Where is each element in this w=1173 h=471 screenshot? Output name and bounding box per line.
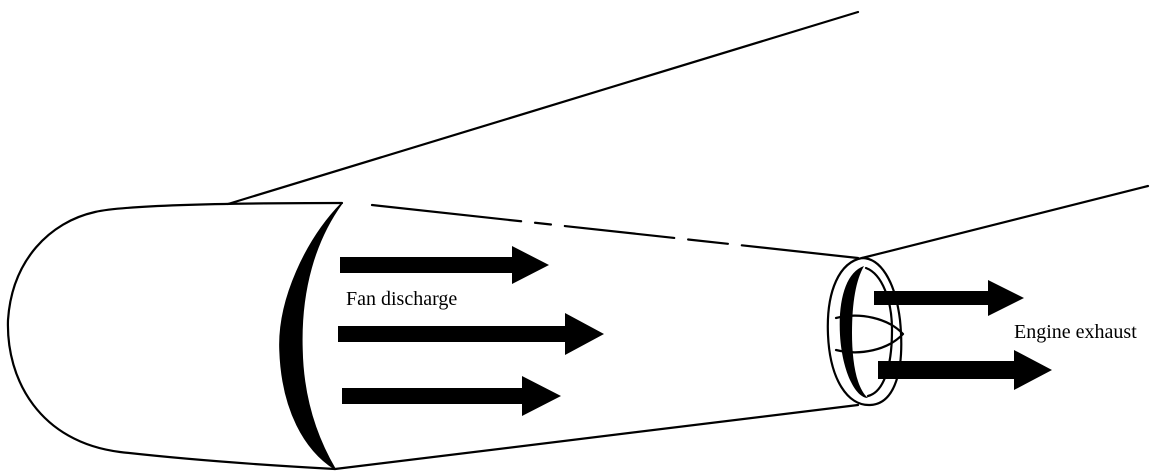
core-nozzle-ring <box>826 256 903 407</box>
fan-nozzle-exit <box>279 202 343 470</box>
engine-exhaust-arrow-bottom <box>878 350 1052 390</box>
core-nozzle-inner-crescent <box>839 266 868 398</box>
core-nozzle-inner-ring <box>864 266 894 398</box>
engine-exhaust-arrow-top <box>874 280 1024 316</box>
fan-discharge-arrow-bottom <box>342 376 561 416</box>
exhaust-plug <box>834 314 905 354</box>
fan-discharge-label: Fan discharge <box>346 288 458 310</box>
nacelle-cowl <box>6 201 344 471</box>
fan-discharge-arrow-top <box>340 246 549 284</box>
engine-exhaust-label: Engine exhaust <box>1014 321 1137 343</box>
engine-body-lower-edge <box>333 403 860 471</box>
core-outline-dashed <box>370 203 860 260</box>
wing-upper-edge <box>226 10 860 206</box>
fan-discharge-arrow-middle <box>338 313 604 355</box>
wing-lower-edge <box>860 184 1150 260</box>
